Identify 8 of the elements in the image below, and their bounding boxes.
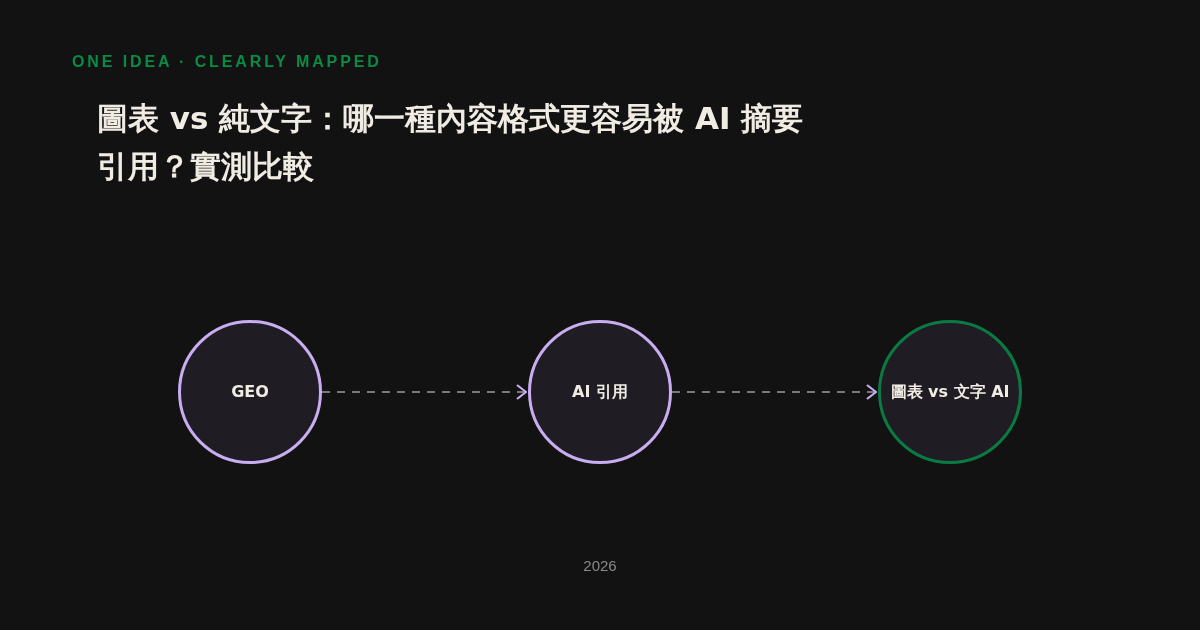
title: 圖表 vs 純文字：哪一種內容格式更容易被 AI 摘要引用？實測比較 bbox=[97, 99, 805, 186]
kicker-text: ONE IDEA · CLEARLY MAPPED bbox=[72, 52, 382, 72]
arrow bbox=[321, 383, 528, 401]
node-label: 圖表 vs 文字 AI bbox=[890, 381, 1010, 403]
footer-text: 2026 bbox=[582, 556, 618, 576]
arrow bbox=[671, 383, 878, 401]
node-label: AI 引用 bbox=[572, 381, 628, 403]
node-label: GEO bbox=[231, 381, 269, 403]
